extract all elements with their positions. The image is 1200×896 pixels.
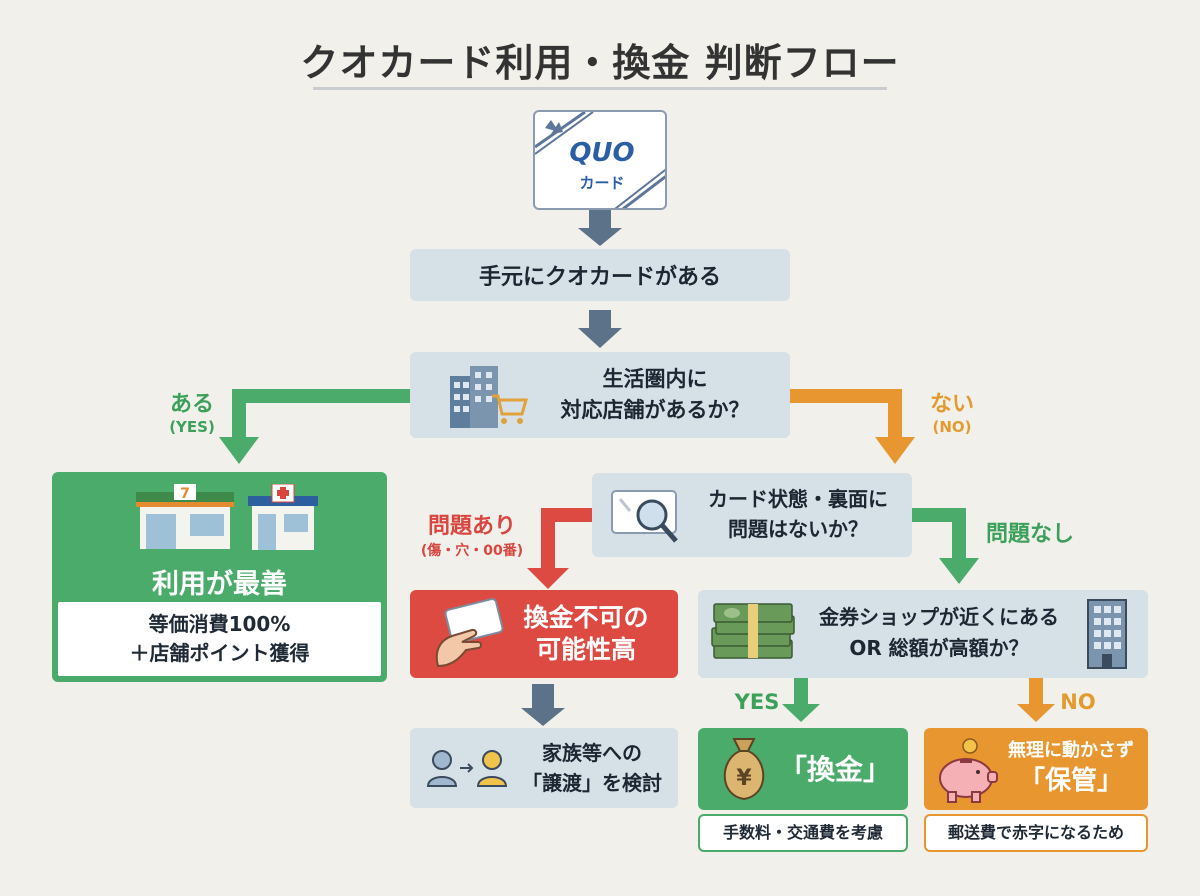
keep-text: 無理に動かさず 「保管」 (998, 738, 1144, 798)
yes-label: YES (734, 690, 780, 714)
svg-text:¥: ¥ (736, 766, 752, 791)
step-card-check: カード状態・裏面に 問題はないか？ (592, 473, 912, 557)
arrow-to-transfer (521, 684, 565, 726)
problem-yes-sub: (傷・穴・00番) (420, 543, 524, 559)
arrow-problem-no (912, 508, 979, 584)
keep-note: 郵送費で赤字になるため (924, 814, 1148, 852)
exchange-note: 手数料・交通費を考慮 (698, 814, 908, 852)
arrow-card-to-step1 (578, 210, 622, 246)
office-building-icon (1087, 599, 1127, 669)
problem-no-text: 問題なし (985, 522, 1074, 547)
title-underline (313, 87, 887, 90)
money-bag-icon: ¥ (723, 738, 765, 801)
branch-yes-label: ある (YES) (150, 386, 234, 436)
step-store-line1: 生活圏内に (602, 367, 708, 391)
best-usage-detail: 等価消費100% ＋店舗ポイント獲得 (58, 602, 381, 676)
branch-yes-text: ある (169, 392, 214, 417)
family-transfer-icon (426, 750, 508, 787)
arrow-problem-yes (527, 508, 595, 589)
arrow-no-branch (790, 389, 915, 464)
step-card-check-line2: 問題はないか？ (728, 517, 868, 541)
exchange-note-text: 手数料・交通費を考慮 (722, 823, 883, 842)
exchange-title: 「換金」 (778, 753, 891, 786)
svg-text:7: 7 (180, 486, 190, 502)
step-have-card: 手元にクオカードがある (410, 249, 790, 301)
not-possible-line2: 可能性高 (535, 635, 636, 664)
best-usage-title: 利用が最善 (152, 569, 287, 600)
arrow-to-keep (1017, 678, 1055, 722)
pharmacy-icon (248, 484, 318, 550)
keep-note-text: 郵送費で赤字になるため (947, 823, 1124, 842)
arrow-yes-branch (219, 389, 412, 464)
best-usage-box: 7 利用が最善 等価消費100% ＋店舗ポイント獲得 (52, 472, 387, 682)
best-usage-line1: 等価消費100% (148, 612, 291, 636)
hand-card-icon (435, 598, 504, 668)
not-possible-text: 換金不可の 可能性高 (506, 602, 666, 666)
transfer-line1: 家族等への (542, 741, 642, 765)
cart-icon (492, 394, 528, 424)
problem-no-label: 問題なし (972, 516, 1088, 548)
quo-card: QUO カード (533, 110, 667, 210)
problem-yes-text: 問題あり (427, 514, 516, 539)
shop-question-line1: 金券ショップが近くにある (819, 605, 1059, 629)
branch-no-sub: (NO) (932, 418, 972, 436)
step-card-check-line1: カード状態・裏面に (708, 487, 888, 511)
quo-card-sub: カード (579, 174, 625, 192)
magnifier-card-icon (611, 490, 678, 543)
keep-line1: 無理に動かさず (1008, 740, 1134, 761)
problem-yes-label: 問題あり (傷・穴・00番) (408, 508, 536, 560)
shop-question-box: 金券ショップが近くにある OR 総額が高額か？ (698, 590, 1148, 678)
step-have-card-text: 手元にクオカードがある (478, 265, 721, 290)
transfer-box: 家族等への 「譲渡」を検討 (410, 728, 678, 808)
shop-question-line2: OR 総額が高額か？ (849, 636, 1029, 660)
step-store-question: 生活圏内に 対応店舗があるか？ (410, 352, 790, 438)
keep-line2: 「保管」 (1018, 766, 1123, 796)
arrow-to-exchange (782, 678, 820, 722)
piggy-bank-icon (939, 738, 998, 803)
ribbon-icon (535, 112, 665, 208)
arrow-step1-to-step2 (578, 310, 622, 348)
exchange-box: ¥ 「換金」 (698, 728, 908, 810)
quo-logo: QUO (569, 138, 635, 168)
branch-no-label: ない (NO) (910, 386, 994, 436)
convenience-store-icon: 7 (136, 484, 234, 549)
transfer-line2: 「譲渡」を検討 (522, 771, 662, 795)
not-possible-line1: 換金不可の (523, 603, 649, 632)
best-usage-line2: ＋店舗ポイント獲得 (129, 641, 310, 665)
step-store-line2: 対応店舗があるか？ (560, 398, 750, 422)
keep-box: 無理に動かさず 「保管」 (924, 728, 1148, 810)
branch-no-text: ない (929, 392, 974, 417)
branch-yes-sub: (YES) (169, 418, 215, 436)
not-possible-box: 換金不可の 可能性高 (410, 590, 678, 678)
money-stack-icon (711, 603, 795, 659)
page-title: クオカード利用・換金 判断フロー (300, 41, 900, 85)
no-label: NO (1060, 690, 1096, 714)
